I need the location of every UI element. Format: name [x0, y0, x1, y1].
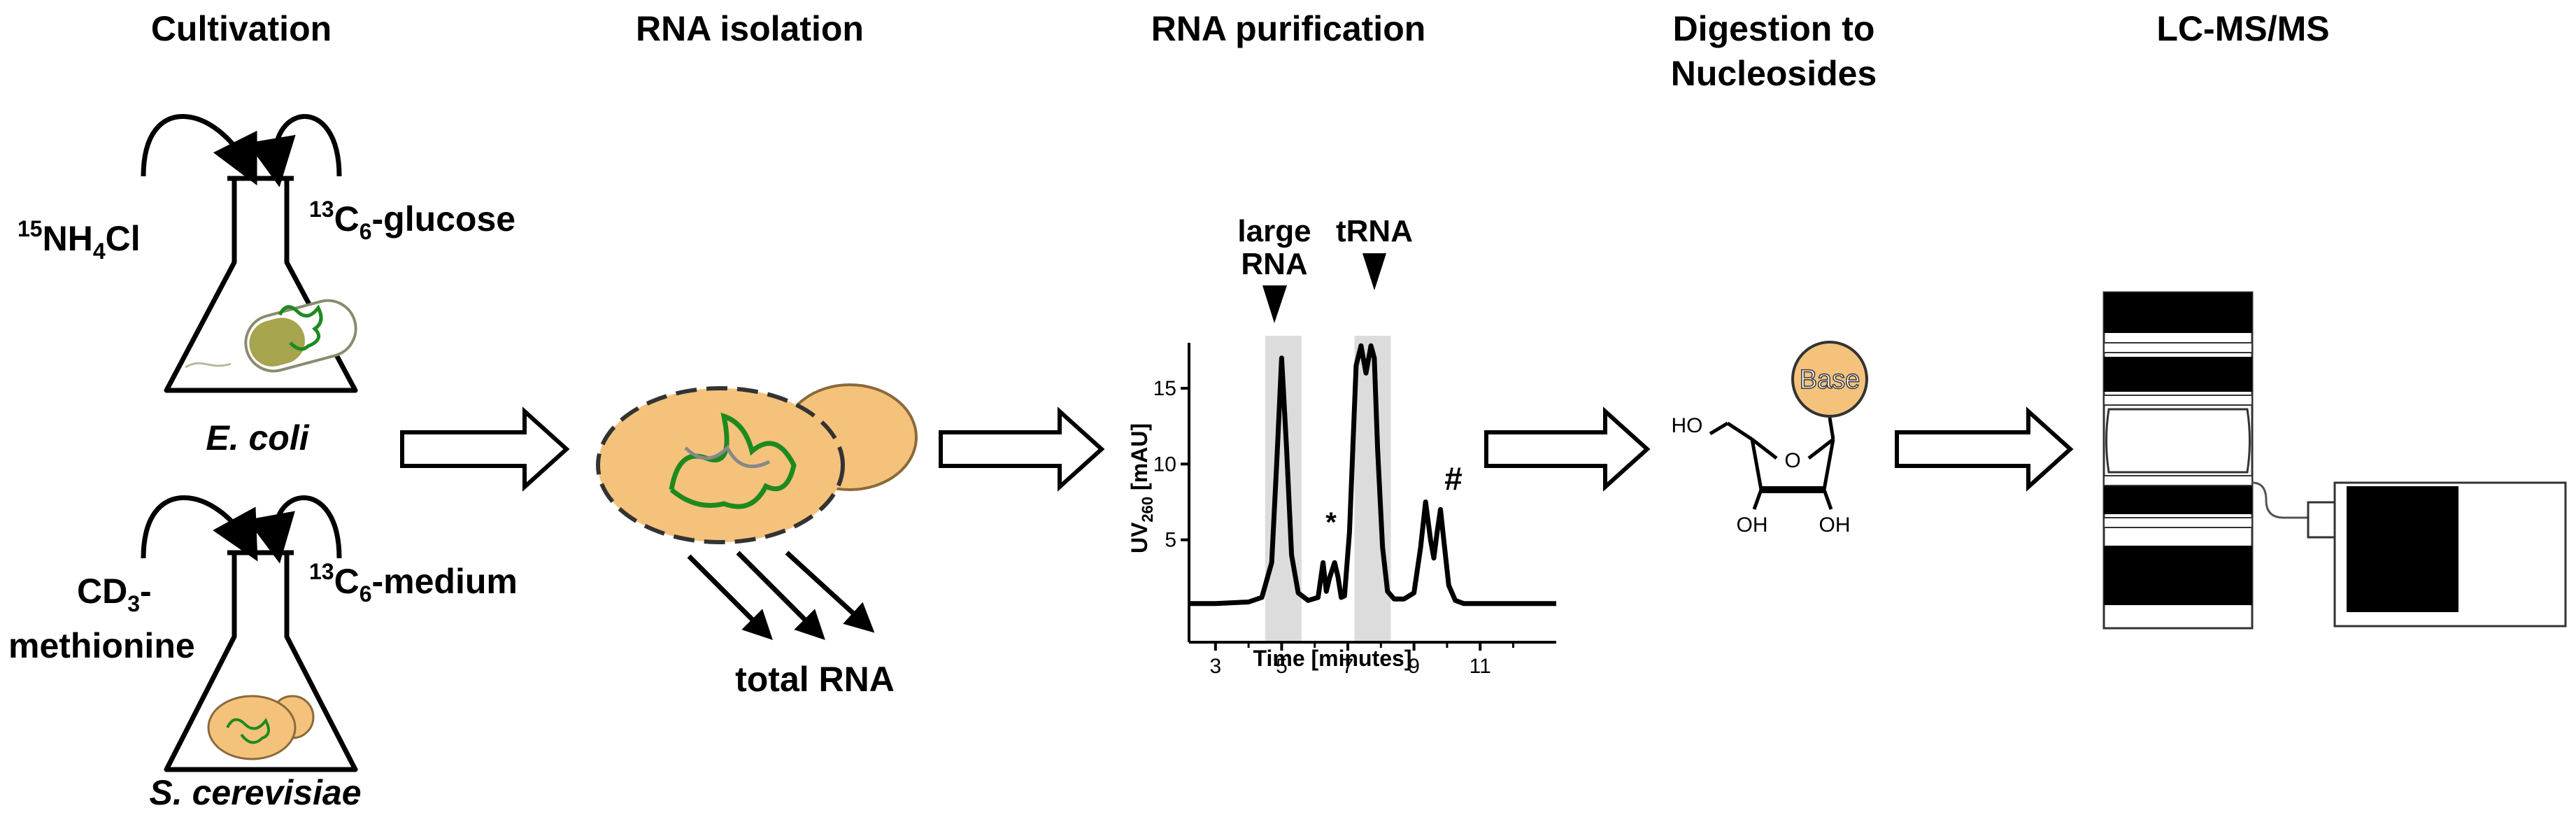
yeast-cell-large-icon: total RNA [596, 383, 918, 699]
glucose-label: 13C6-glucose [309, 197, 515, 244]
yeast-flask-group: CD3- methionine 13C6-medium S. cerevisia… [8, 495, 518, 812]
y-tick-label-5: 5 [1165, 529, 1176, 552]
peak-mark-hash: # [1444, 460, 1463, 497]
process-arrow-2 [939, 406, 1105, 492]
medium-label: 13C6-medium [309, 559, 518, 607]
peak-label-large-line2: RNA [1241, 247, 1307, 281]
chart-axes [1188, 343, 1556, 644]
peak-pointer-trna [1362, 253, 1386, 290]
ho-label: HO [1672, 414, 1703, 437]
chromatogram: 3 5 7 9 11 5 10 15 Time [minutes] UV260 [mAU] l… [1127, 214, 1556, 678]
peak-label-trna: tRNA [1336, 214, 1413, 248]
curved-arrow-left-ecoli [141, 114, 257, 186]
chart-ticks: 3 5 7 9 11 5 10 15 [1153, 377, 1515, 678]
base-circle [1791, 341, 1868, 418]
x-tick-label-7: 7 [1342, 655, 1354, 678]
release-arrow-3 [785, 551, 875, 633]
methyl-label: CD3- [77, 572, 152, 616]
header-lcms: LC-MS/MS [2156, 9, 2329, 48]
lc-column-icon [2102, 291, 2308, 630]
rna-strand-icon [669, 412, 797, 509]
ecoli-organism-label: E. coli [206, 418, 309, 458]
oh-left-label: OH [1737, 513, 1768, 537]
yeast-organism-label: S. cerevisiae [149, 773, 361, 812]
header-digestion-line2: Nucleosides [1671, 54, 1877, 93]
header-rna-isolation: RNA isolation [636, 9, 864, 48]
flask-yeast [164, 550, 358, 772]
ecoli-bacterium-icon [185, 299, 357, 373]
process-arrow-1 [400, 406, 570, 492]
methionine-label: methionine [8, 626, 195, 665]
chart-xlabel: Time [minutes] [1253, 646, 1412, 671]
curved-arrow-right-yeast [247, 495, 342, 564]
ms-detector-icon [2307, 481, 2567, 628]
peak-mark-star: * [1325, 507, 1337, 538]
y-tick-label-15: 15 [1153, 377, 1176, 400]
header-rna-purification: RNA purification [1151, 9, 1426, 48]
ribose-ring [1709, 417, 1835, 510]
curved-arrow-left-yeast [141, 495, 258, 562]
x-tick-label-5: 5 [1276, 655, 1288, 678]
header-digestion-line1: Digestion to [1673, 9, 1875, 48]
chart-ylabel: UV260 [mAU] [1127, 423, 1156, 553]
nitrogen-label: 15NH4Cl [17, 216, 141, 264]
nucleoside-structure: Base O HO OH OH [1672, 341, 1868, 537]
release-arrow-2 [736, 551, 825, 640]
yeast-cell-small-icon [207, 695, 315, 760]
peak-pointer-large [1262, 285, 1287, 323]
ring-oxygen: O [1784, 449, 1800, 472]
chromatogram-trace [1189, 343, 1556, 607]
header-cultivation: Cultivation [151, 9, 332, 48]
oh-right-label: OH [1819, 513, 1851, 537]
flask-ecoli [164, 176, 358, 393]
curved-arrow-right-ecoli [247, 114, 342, 187]
total-rna-label: total RNA [735, 660, 895, 699]
process-arrow-3 [1484, 406, 1651, 492]
x-tick-label-3: 3 [1209, 655, 1221, 678]
peak-label-large-line1: large [1237, 214, 1311, 248]
y-tick-label-10: 10 [1153, 453, 1176, 476]
x-tick-label-11: 11 [1470, 655, 1491, 678]
ecoli-flask-group: 15NH4Cl 13C6-glucose E. coli [17, 114, 515, 458]
peak-shade-region-1 [1354, 336, 1391, 642]
process-arrow-4 [1895, 406, 2074, 492]
release-arrow-1 [687, 554, 773, 640]
x-tick-label-9: 9 [1408, 655, 1420, 678]
base-label: Base [1800, 365, 1860, 395]
